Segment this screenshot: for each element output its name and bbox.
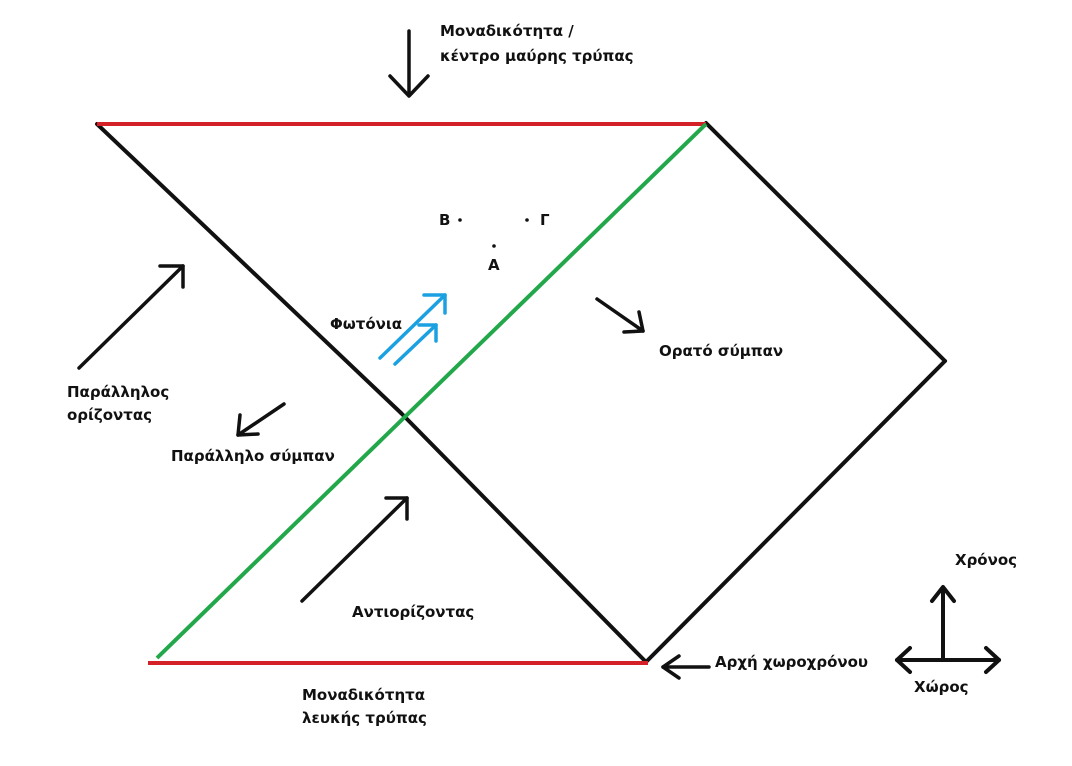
spacetime-origin-arrow-icon	[661, 654, 711, 680]
left-diagonal-upper	[95, 122, 403, 415]
parallel-universe-arrow-icon	[236, 402, 286, 437]
singularity-top-label-line1: Μοναδικότητα /	[440, 22, 574, 40]
spacetime-origin-label: Αρχή χωροχρόνου	[715, 653, 868, 671]
photon-arrow-icon	[393, 323, 438, 366]
point-c-label: Γ	[540, 211, 550, 229]
point-a-dot	[492, 244, 496, 248]
diagram-boundaries	[95, 121, 947, 664]
point-b-dot	[458, 218, 462, 222]
visible-universe-lower-edge	[644, 359, 947, 664]
parallel-horizon-label-line2: ορίζοντας	[67, 406, 152, 424]
white-hole-label-line1: Μοναδικότητα	[302, 686, 425, 704]
photons-label: Φωτόνια	[330, 315, 402, 333]
visible-universe-upper-edge	[704, 121, 947, 363]
parallel-horizon-label-line1: Παράλληλος	[67, 383, 169, 401]
singularity-top-label-line2: κέντρο μαύρης τρύπας	[440, 47, 634, 65]
space-axis-label: Χώρος	[914, 678, 969, 696]
antihorizon-arrow-icon	[300, 496, 409, 603]
event-points	[458, 218, 529, 248]
event-horizon-line	[155, 122, 708, 660]
parallel-horizon-arrow-icon	[77, 264, 185, 370]
visible-universe-label: Ορατό σύμπαν	[659, 342, 783, 360]
time-axis-label: Χρόνος	[955, 551, 1017, 569]
left-diagonal-lower	[399, 411, 648, 664]
photon-arrow-icon	[378, 293, 447, 360]
singularity-down-arrow-icon	[388, 29, 430, 98]
axes-icon	[895, 585, 1001, 674]
white-hole-label-line2: λευκής τρύπας	[302, 709, 427, 727]
black-arrows	[77, 29, 711, 680]
antihorizon-label: Αντιορίζοντας	[352, 603, 474, 621]
photon-arrows	[378, 293, 447, 366]
point-c-dot	[525, 218, 529, 222]
parallel-universe-label: Παράλληλο σύμπαν	[171, 447, 335, 465]
point-a-label: Α	[488, 256, 500, 274]
point-b-label: Β	[439, 211, 450, 229]
visible-universe-arrow-icon	[595, 297, 645, 334]
